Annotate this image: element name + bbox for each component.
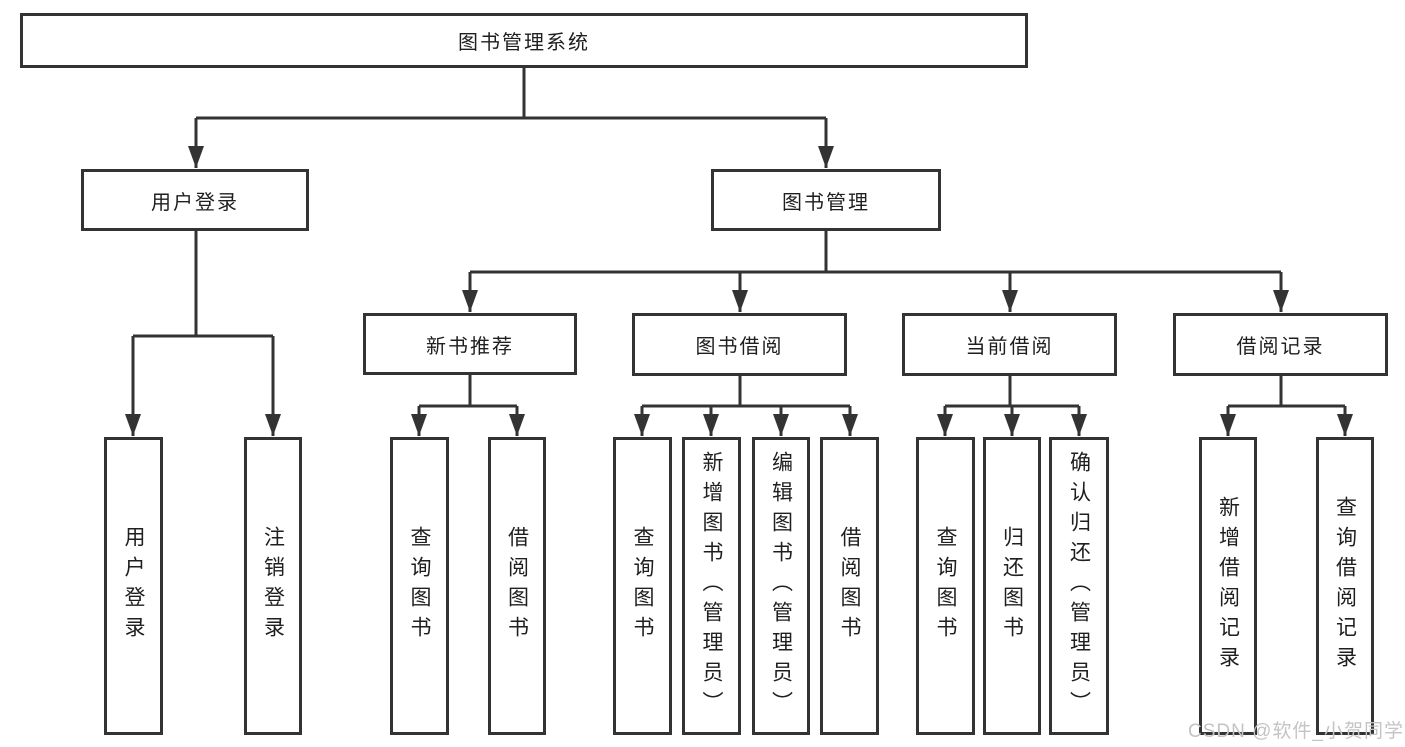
node-label: 新增图书（管理员） [700, 451, 723, 721]
node-label: 新书推荐 [426, 335, 514, 358]
node-label: 借阅图书 [838, 526, 861, 646]
connector-book-management-to-level3 [462, 231, 1289, 312]
node-label: 用户登录 [122, 526, 145, 646]
node-label: 图书管理系统 [458, 32, 590, 54]
node-leaf-edit-books-admin: 编辑图书（管理员） [752, 437, 810, 735]
connector-current-borrowing-to-leaves [937, 376, 1087, 436]
node-book-management: 图书管理 [711, 169, 941, 231]
node-leaf-user-login: 用户登录 [104, 437, 163, 735]
node-label: 查询图书 [631, 526, 654, 646]
csdn-watermark: CSDN @软件_小贺同学 [1188, 721, 1404, 742]
node-leaf-query-borrow-record: 查询借阅记录 [1316, 437, 1374, 735]
connector-root-to-level2 [188, 68, 834, 168]
node-label: 用户登录 [151, 191, 239, 214]
node-label: 编辑图书（管理员） [769, 451, 793, 721]
node-current-borrowing: 当前借阅 [902, 313, 1117, 376]
node-leaf-logout-login: 注销登录 [244, 437, 302, 735]
node-new-book-recommend: 新书推荐 [363, 313, 577, 375]
node-leaf-borrow-books-1: 借阅图书 [488, 437, 546, 735]
node-label: 借阅图书 [505, 526, 529, 646]
connector-book-borrowing-to-leaves [634, 376, 858, 436]
node-label: 图书借阅 [695, 336, 784, 358]
node-label: 借阅记录 [1236, 336, 1325, 358]
node-book-borrowing: 图书借阅 [632, 313, 847, 376]
node-leaf-add-books-admin: 新增图书（管理员） [682, 437, 741, 735]
connector-new-book-recommend-to-leaves [411, 375, 525, 436]
node-leaf-confirm-return-admin: 确认归还（管理员） [1049, 437, 1109, 735]
node-label: 确认归还（管理员） [1067, 451, 1091, 721]
node-label: 查询图书 [408, 526, 431, 646]
node-label: 归还图书 [1000, 526, 1024, 646]
node-borrowing-records: 借阅记录 [1173, 313, 1388, 376]
node-leaf-add-borrow-record: 新增借阅记录 [1199, 437, 1257, 735]
node-label: 新增借阅记录 [1216, 496, 1240, 676]
node-label: 查询借阅记录 [1333, 496, 1357, 676]
node-leaf-return-books: 归还图书 [983, 437, 1041, 735]
node-leaf-query-books-1: 查询图书 [390, 437, 449, 735]
connector-user-login-to-leaves [125, 231, 281, 436]
node-label: 当前借阅 [965, 336, 1054, 358]
node-leaf-borrow-books-2: 借阅图书 [820, 437, 879, 735]
node-leaf-query-books-2: 查询图书 [613, 437, 672, 735]
node-label: 图书管理 [782, 191, 870, 214]
node-label: 查询图书 [934, 526, 957, 646]
node-library-management-system: 图书管理系统 [20, 13, 1028, 68]
connector-borrowing-records-to-leaves [1220, 376, 1353, 436]
node-leaf-query-books-3: 查询图书 [916, 437, 975, 735]
node-label: 注销登录 [261, 526, 285, 646]
node-user-login: 用户登录 [81, 169, 309, 231]
